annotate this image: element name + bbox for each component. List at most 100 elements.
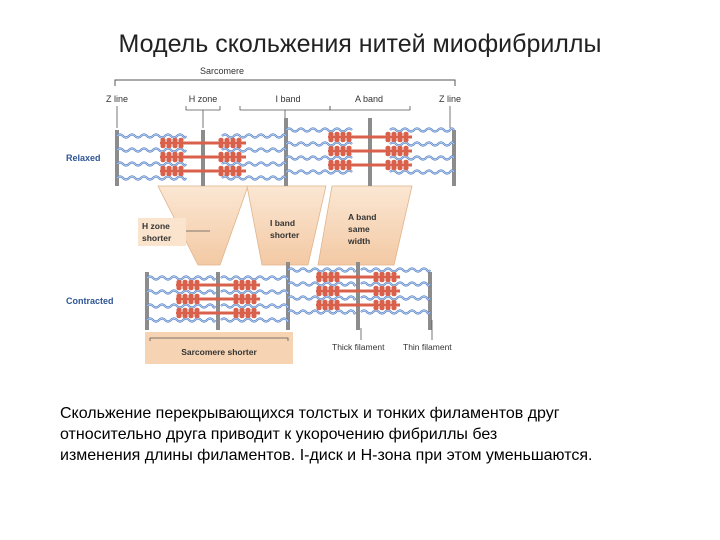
contracted-sarcomere <box>145 262 432 330</box>
myosin-head <box>328 151 334 157</box>
myosin-head <box>328 159 334 165</box>
myosin-head <box>178 143 184 149</box>
thin-filament-highlight <box>146 318 216 322</box>
myosin-head <box>316 271 322 277</box>
myosin-head <box>166 165 172 171</box>
contracted-label: Contracted <box>66 296 114 306</box>
sarcomere-shorter-band <box>145 332 293 364</box>
myosin-head <box>218 143 224 149</box>
thin-filament-highlight <box>116 176 187 180</box>
myosin-head <box>322 285 328 291</box>
myosin-head <box>188 279 194 285</box>
myosin-head <box>334 137 340 143</box>
myosin-head <box>391 151 397 157</box>
myosin-head <box>322 299 328 305</box>
thin-filament-highlight <box>220 318 289 322</box>
thin-filament-highlight <box>285 156 353 160</box>
myosin-head <box>397 151 403 157</box>
sarcomere-label: Sarcomere <box>200 66 244 76</box>
myosin-head <box>385 271 391 277</box>
myosin-head <box>391 159 397 165</box>
z-line-left-label: Z line <box>106 94 128 104</box>
myosin-head <box>316 305 322 311</box>
myosin-head <box>328 165 334 171</box>
myosin-head <box>328 137 334 143</box>
myosin-head <box>385 305 391 311</box>
myosin-head <box>385 137 391 143</box>
a-band-label: A band <box>355 94 383 104</box>
myosin-head <box>403 137 409 143</box>
myosin-head <box>182 279 188 285</box>
thin-filament-highlight <box>221 148 287 152</box>
i-band-funnel <box>246 185 327 266</box>
myosin-head <box>385 131 391 137</box>
myosin-head <box>194 293 200 299</box>
myosin-head <box>251 279 257 285</box>
thin-filament-highlight <box>116 134 187 138</box>
myosin-head <box>385 145 391 151</box>
thin-filament-highlight <box>360 282 431 286</box>
myosin-head <box>230 151 236 157</box>
myosin-head <box>385 165 391 171</box>
myosin-head <box>328 131 334 137</box>
myosin-head <box>251 313 257 319</box>
myosin-head <box>379 277 385 283</box>
myosin-head <box>391 145 397 151</box>
band-funnels <box>145 185 413 364</box>
caption-line-2: относительно друга приводит к укорочению… <box>60 426 498 443</box>
myosin-head <box>178 151 184 157</box>
thin-filament-highlight <box>285 170 353 174</box>
myosin-head <box>379 271 385 277</box>
myosin-head <box>391 299 397 305</box>
myosin-head <box>391 137 397 143</box>
a-band-same-line3: width <box>347 236 370 246</box>
thin-filament-highlight <box>221 134 287 138</box>
myosin-head <box>233 313 239 319</box>
myosin-head <box>178 157 184 163</box>
myosin-head <box>166 171 172 177</box>
myosin-head <box>334 305 340 311</box>
thin-filament-highlight <box>389 128 455 132</box>
myosin-head <box>194 279 200 285</box>
myosin-head <box>236 137 242 143</box>
myosin-head <box>322 277 328 283</box>
myosin-head <box>239 293 245 299</box>
myosin-head <box>233 285 239 291</box>
myosin-head <box>322 305 328 311</box>
myosin-head <box>166 137 172 143</box>
i-band-shorter-line2: shorter <box>270 230 300 240</box>
thin-filament-highlight <box>285 128 353 132</box>
myosin-head <box>334 299 340 305</box>
myosin-head <box>340 137 346 143</box>
myosin-head <box>176 307 182 313</box>
myosin-head <box>316 299 322 305</box>
myosin-head <box>391 131 397 137</box>
thin-filament-highlight <box>360 296 431 300</box>
myosin-head <box>239 313 245 319</box>
myosin-head <box>385 159 391 165</box>
myosin-head <box>194 299 200 305</box>
myosin-head <box>379 291 385 297</box>
myosin-head <box>251 293 257 299</box>
thin-filament-highlight <box>221 176 287 180</box>
myosin-head <box>322 291 328 297</box>
myosin-head <box>251 299 257 305</box>
sarcomere-bracket <box>114 79 456 86</box>
thin-filament-highlight <box>116 162 187 166</box>
myosin-head <box>391 277 397 283</box>
myosin-head <box>230 171 236 177</box>
myosin-head <box>172 165 178 171</box>
myosin-head <box>194 307 200 313</box>
relaxed-label: Relaxed <box>66 153 101 163</box>
thick-filament-label: Thick filament <box>332 342 385 352</box>
myosin-head <box>236 143 242 149</box>
myosin-head <box>176 313 182 319</box>
myosin-head <box>230 143 236 149</box>
myosin-head <box>224 143 230 149</box>
myosin-head <box>172 157 178 163</box>
myosin-head <box>397 145 403 151</box>
caption-line-1: Скольжение перекрывающихся толстых и тон… <box>60 405 560 422</box>
myosin-head <box>334 285 340 291</box>
sliding-filament-diagram: Sarcomere Z line H zone I band A band Z … <box>66 66 461 364</box>
myosin-head <box>328 305 334 311</box>
